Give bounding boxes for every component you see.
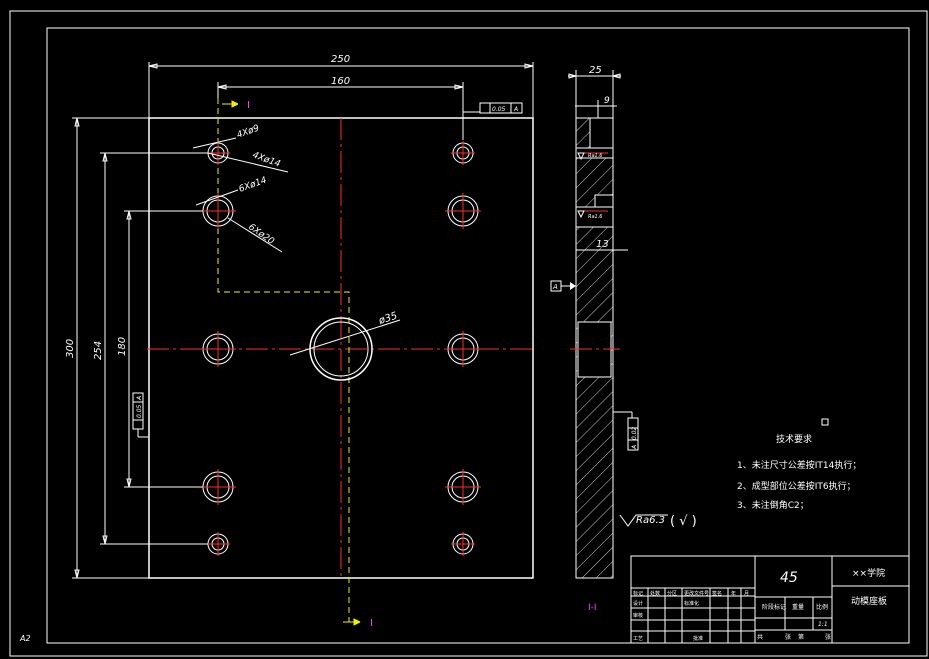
dim-300: 300	[65, 339, 76, 358]
svg-text:批准: 批准	[693, 635, 703, 642]
callout-d35: ø35	[377, 311, 399, 328]
svg-text:0.05: 0.05	[492, 106, 506, 113]
tech-req-item-2: 2、成型部位公差按IT6执行；	[737, 480, 856, 492]
dim-160: 160	[331, 76, 350, 87]
svg-text:重量: 重量	[792, 603, 804, 611]
hole-large-upper-left	[200, 193, 236, 229]
svg-text:A: A	[552, 283, 558, 291]
callout-4x-d9: 4Xø9	[236, 123, 261, 140]
tb-school: ××学院	[852, 567, 885, 579]
section-cut-line	[217, 98, 350, 622]
svg-text:共: 共	[757, 633, 763, 641]
svg-text:设计: 设计	[633, 600, 643, 607]
hole-small-top-right	[451, 141, 475, 165]
svg-text:阶段标记: 阶段标记	[762, 603, 786, 611]
svg-text:年: 年	[731, 590, 736, 597]
hole-small-bottom-right	[451, 532, 475, 556]
side-section-label: I-I	[588, 603, 597, 613]
svg-text:张: 张	[785, 633, 791, 641]
note-marker-square	[821, 418, 829, 426]
tb-part-name: 动模座板	[851, 595, 887, 607]
svg-text:审核: 审核	[633, 612, 643, 619]
section-mark-top: I	[247, 100, 250, 111]
section-arrow-top	[222, 100, 239, 108]
dim-254: 254	[93, 341, 104, 360]
svg-text:签名: 签名	[712, 590, 722, 597]
dim-13: 13	[596, 239, 609, 250]
dim-180: 180	[117, 337, 128, 356]
svg-text:0.05: 0.05	[136, 404, 143, 418]
svg-text:标记: 标记	[633, 590, 643, 597]
roughness-mark-2: Ra1.6	[588, 214, 603, 220]
tolerance-frame-left: 0.05 A	[132, 392, 149, 438]
datum-a-marker: A	[550, 280, 576, 292]
hole-large-mid-right	[445, 331, 481, 367]
svg-text:( √ ): ( √ )	[670, 514, 697, 529]
tech-req-heading: 技术要求	[776, 433, 812, 445]
tolerance-frame-top: 0.05 A	[463, 102, 523, 114]
svg-text:A: A	[513, 106, 518, 113]
svg-text:月: 月	[744, 591, 749, 597]
svg-text:Ra6.3: Ra6.3	[636, 515, 665, 526]
svg-text:工艺: 工艺	[633, 636, 643, 642]
dim-250: 250	[331, 54, 350, 65]
hole-small-bottom-left	[206, 532, 230, 556]
svg-text:第: 第	[798, 633, 804, 641]
outer-sheet-border	[9, 10, 928, 657]
svg-text:0.02: 0.02	[631, 426, 638, 440]
dim-25: 25	[589, 65, 602, 76]
tolerance-frame-right: 0.02 A	[613, 411, 639, 451]
hole-large-lower-right	[445, 469, 481, 505]
hole-large-mid-left	[200, 331, 236, 367]
hole-large-upper-right	[445, 193, 481, 229]
section-arrow-bottom	[343, 618, 361, 626]
callout-6x-d20: 6Xø20	[246, 222, 276, 247]
svg-text:1:1: 1:1	[818, 621, 828, 628]
svg-text:更改文件号: 更改文件号	[684, 590, 709, 597]
svg-text:A: A	[631, 445, 638, 450]
svg-text:张: 张	[825, 633, 831, 641]
inner-drawing-frame	[46, 27, 910, 644]
general-roughness: Ra6.3 ( √ )	[619, 514, 697, 529]
svg-text:比例: 比例	[816, 603, 828, 611]
tech-req-item-1: 1、未注尺寸公差按IT14执行；	[737, 459, 861, 471]
section-mark-bottom: I	[370, 618, 373, 629]
side-view: 25 9 13 Ra1.6 Ra1.6 A 0.02 A I-I	[550, 65, 639, 613]
tech-req-item-3: 3、未注倒角C2；	[737, 499, 809, 511]
svg-text:标准化: 标准化	[684, 600, 699, 607]
callout-6x-d14: 6Xø14	[238, 175, 269, 194]
svg-text:分区: 分区	[667, 590, 677, 597]
title-block: 45 ××学院 动模座板 标记 处数 分区 更改文件号 签名 年 月 设计 标准…	[630, 555, 910, 644]
svg-text:A: A	[136, 396, 143, 401]
front-view: I I	[65, 54, 535, 629]
hole-large-lower-left	[200, 469, 236, 505]
svg-text:处数: 处数	[650, 590, 660, 597]
dim-9: 9	[604, 96, 610, 106]
sheet-size-label: A2	[19, 634, 31, 643]
roughness-mark-1: Ra1.6	[588, 153, 603, 159]
tech-requirements: 技术要求 1、未注尺寸公差按IT14执行； 2、成型部位公差按IT6执行； 3、…	[737, 433, 861, 511]
tb-material: 45	[780, 570, 798, 586]
